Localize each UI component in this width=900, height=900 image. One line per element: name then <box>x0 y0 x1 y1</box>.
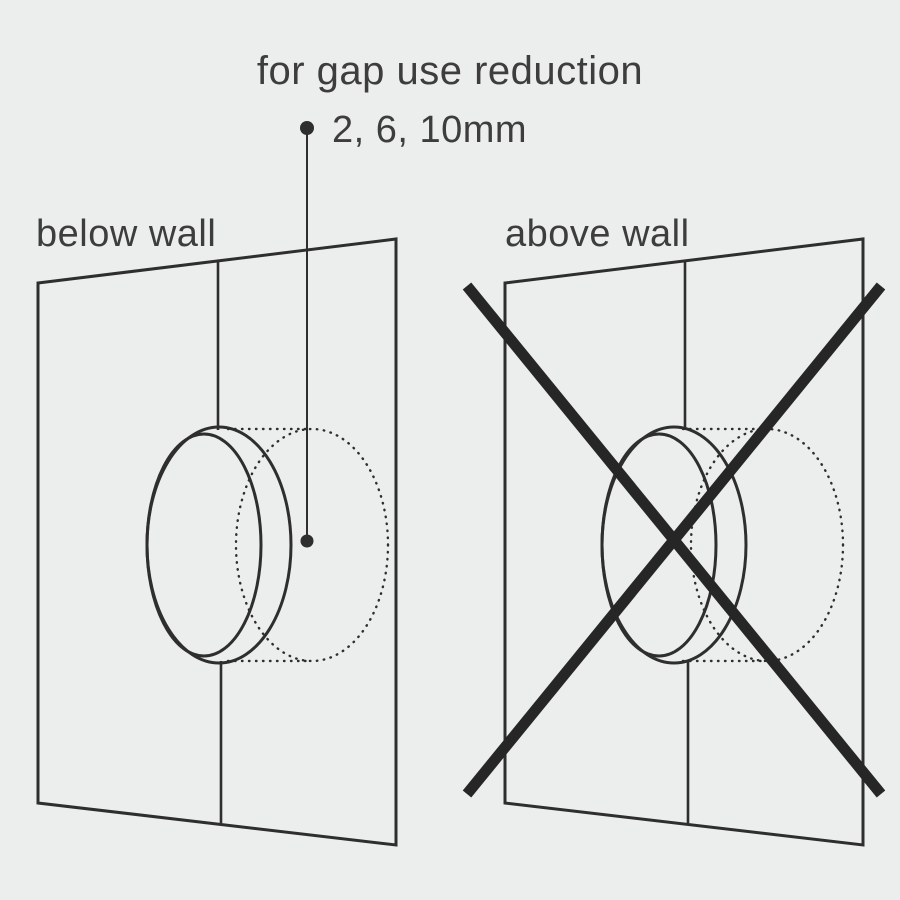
above-wall-diagram: above wall <box>462 213 886 847</box>
wall-panel-outline-left <box>36 237 398 847</box>
below-wall-label: below wall <box>36 213 216 255</box>
below-wall-diagram: below wall <box>36 213 398 847</box>
prohibited-cross-icon <box>462 282 886 798</box>
recessed-dotted-ellipse-left <box>234 427 390 663</box>
recessed-dotted-ellipse-right <box>689 427 845 663</box>
annotation-title: for gap use reduction <box>257 49 643 93</box>
socket-front-ellipse-right <box>600 432 718 658</box>
leader-dot-top <box>300 121 314 135</box>
leader-line-group <box>300 121 314 548</box>
socket-front-ellipse-left <box>145 432 263 658</box>
cross-stroke-ascending <box>462 282 886 798</box>
annotation-measurement: 2, 6, 10mm <box>332 109 527 151</box>
wall-panel-outline-right <box>503 237 865 847</box>
above-wall-label: above wall <box>505 213 690 255</box>
leader-dot-bottom <box>300 534 314 548</box>
